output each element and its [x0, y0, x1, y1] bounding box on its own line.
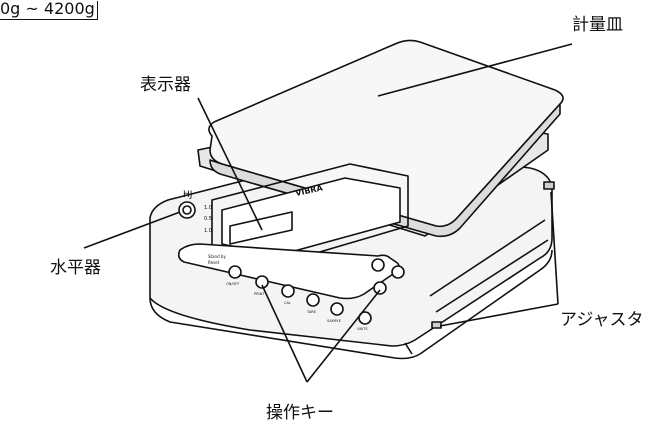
- indicator-1: Stand by: [208, 254, 226, 259]
- callout-level: 水平器: [50, 258, 101, 278]
- model-text: HJ: [183, 190, 192, 200]
- key-print: [255, 275, 269, 289]
- key-units: [358, 311, 372, 325]
- leader-level: [83, 211, 181, 249]
- key-down: [391, 265, 405, 279]
- base-skirt: [149, 249, 553, 360]
- key-label-2: PRINT: [254, 292, 265, 296]
- key-label-6: UNITS: [357, 327, 368, 331]
- key-label-1: ON/OFF: [226, 282, 239, 286]
- callout-adjuster: アジャスタ: [560, 310, 644, 330]
- key-cal: [281, 284, 295, 298]
- callout-keys: 操作キー: [266, 403, 334, 423]
- key-label-4: TARE: [306, 310, 316, 314]
- key-up: [371, 258, 385, 272]
- leader-pan: [377, 43, 573, 97]
- level-bubble: [178, 201, 196, 219]
- side-panel: [429, 219, 546, 297]
- side-mark-2: 0.5: [204, 216, 212, 222]
- callout-display: 表示器: [140, 75, 191, 95]
- callout-weighing-pan: 計量皿: [572, 15, 623, 35]
- indicator-2: Reset: [208, 260, 220, 265]
- leader-adjuster-2: [439, 303, 559, 327]
- side-mark-3: 1.0: [204, 228, 212, 234]
- side-mark-1: 1.0: [204, 205, 212, 211]
- key-onoff: [228, 265, 242, 279]
- adjuster-foot-front: [431, 321, 442, 329]
- adjuster-foot-right: [543, 181, 555, 190]
- leader-keys-1: [261, 284, 308, 383]
- key-label-3: CAL: [284, 301, 291, 305]
- weighing-pan-rim: [209, 103, 561, 238]
- leader-display: [197, 97, 263, 231]
- key-label-5: SAMPLE: [327, 319, 341, 323]
- key-tare: [306, 293, 320, 307]
- leader-keys-2: [306, 289, 381, 383]
- leader-adjuster-1: [550, 191, 559, 305]
- key-enter: [373, 281, 387, 295]
- key-sample: [330, 302, 344, 316]
- capacity-range-label: 0g ~ 4200g: [0, 1, 98, 20]
